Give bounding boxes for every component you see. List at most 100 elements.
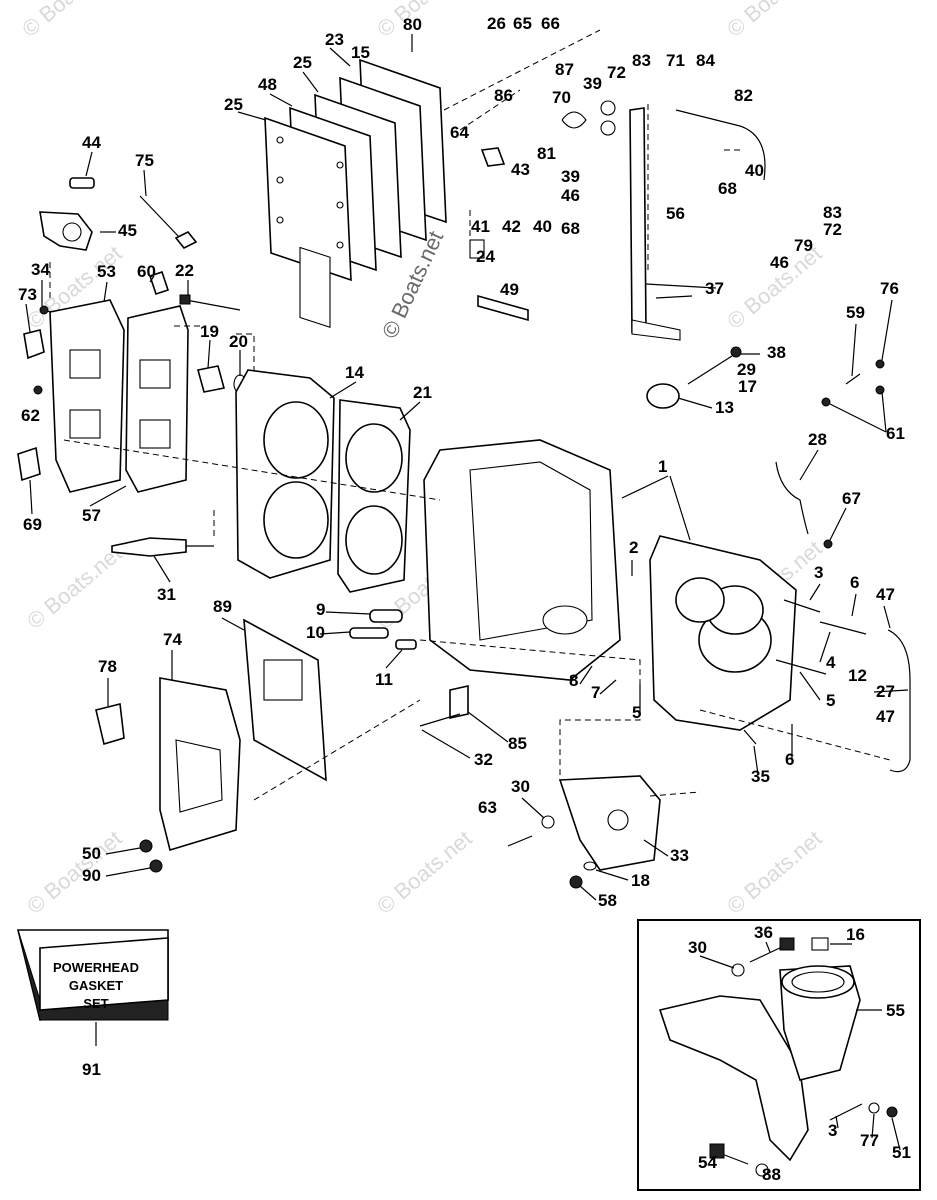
callout-72b: 72 [823,220,842,239]
callout-80: 80 [403,15,422,34]
callout-86: 86 [494,86,513,105]
callout-1: 1 [658,457,667,476]
callout-60: 60 [137,262,156,281]
callout-66: 66 [541,14,560,33]
callout-2: 2 [629,538,638,557]
callout-30b: 30 [688,938,707,957]
callout-48: 48 [258,75,277,94]
callout-44: 44 [82,133,101,152]
callout-5a: 5 [826,691,835,710]
callout-47a: 47 [876,585,895,604]
callout-50: 50 [82,844,101,863]
callout-77: 77 [860,1131,879,1150]
callout-23: 23 [325,30,344,49]
callout-59: 59 [846,303,865,322]
callout-39a: 39 [583,74,602,93]
lower-left-parts [95,609,417,873]
callout-54: 54 [698,1153,717,1172]
callout-15: 15 [351,43,370,62]
callout-73: 73 [18,285,37,304]
callout-69: 69 [23,515,42,534]
callout-71: 71 [666,51,685,70]
callout-11: 11 [375,670,393,689]
callout-67: 67 [842,489,861,508]
callout-4: 4 [826,653,836,672]
callout-29: 29 [737,360,756,379]
callout-25a: 25 [293,53,312,72]
callout-8: 8 [569,671,578,690]
left-side-parts [17,177,247,557]
callout-34: 34 [31,260,50,279]
callout-38: 38 [767,343,786,362]
callout-47b: 47 [876,707,895,726]
lower-center-parts [419,685,661,889]
callout-43: 43 [511,160,530,179]
callout-35: 35 [751,767,770,786]
callout-61: 61 [886,424,905,443]
callout-51: 51 [892,1143,911,1162]
leader-lines [25,34,909,1177]
callout-26: 26 [487,14,506,33]
callout-88: 88 [762,1165,781,1184]
inset-detail-panel [637,919,921,1191]
callouts: 80 26 65 66 23 15 25 48 25 87 83 71 84 7… [18,14,911,1184]
kit-box-line1: POWERHEAD [53,960,139,975]
callout-56: 56 [666,204,685,223]
callout-63: 63 [478,798,497,817]
callout-6b: 6 [785,750,794,769]
callout-32: 32 [474,750,493,769]
callout-84: 84 [696,51,715,70]
callout-20: 20 [229,332,248,351]
callout-3b: 3 [828,1121,837,1140]
watermark: © Boats.net [17,0,121,42]
callout-5b: 5 [632,703,641,722]
callout-36: 36 [754,923,773,942]
assembly-guides [49,29,891,801]
callout-40b: 40 [533,217,552,236]
callout-62: 62 [21,406,40,425]
callout-14: 14 [345,363,364,382]
callout-83b: 83 [823,203,842,222]
callout-75: 75 [135,151,154,170]
callout-17: 17 [738,377,757,396]
watermark: © Boats.net [722,0,826,42]
right-side-parts [469,100,911,773]
gasket-kit-box: POWERHEAD GASKET SET [16,929,169,1046]
cylinder-head [235,369,411,593]
callout-55: 55 [886,1001,905,1020]
callout-68a: 68 [718,179,737,198]
callout-24: 24 [476,247,495,266]
watermark: © Boats.net [22,541,126,634]
callout-39b: 39 [561,167,580,186]
callout-89: 89 [213,597,232,616]
watermark: © Boats.net [372,826,476,919]
callout-58: 58 [598,891,617,910]
callout-21: 21 [413,383,432,402]
callout-6a: 6 [850,573,859,592]
callout-13: 13 [715,398,734,417]
callout-87: 87 [555,60,574,79]
watermark: © Boats.net [722,826,826,919]
callout-7: 7 [591,683,600,702]
crankcase [423,439,797,731]
callout-45: 45 [118,221,137,240]
callout-33: 33 [670,846,689,865]
watermark: © Boats.net [22,826,126,919]
callout-25b: 25 [224,95,243,114]
callout-18: 18 [631,871,650,890]
callout-16: 16 [846,925,865,944]
callout-83a: 83 [632,51,651,70]
callout-79: 79 [794,236,813,255]
callout-53: 53 [97,262,116,281]
callout-49: 49 [500,280,519,299]
callout-22: 22 [175,261,194,280]
callout-81: 81 [537,144,556,163]
callout-46b: 46 [770,253,789,272]
callout-78: 78 [98,657,117,676]
callout-91: 91 [82,1060,101,1079]
callout-19: 19 [200,322,219,341]
callout-31: 31 [157,585,176,604]
exhaust-cover-stack [264,58,447,328]
callout-40a: 40 [745,161,764,180]
